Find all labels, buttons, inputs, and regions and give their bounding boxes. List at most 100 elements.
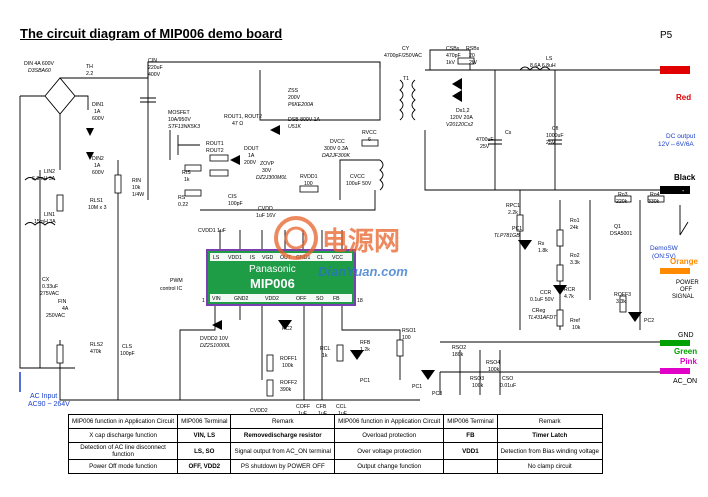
cls-label: CLS [122,344,133,350]
output-terminals: Red + DC output 12V⇔6V/6A Black - DemoSW… [19,66,699,408]
demosw-label: DemoSW [650,245,679,252]
table-header: MIP006 function in Application Circuit [334,414,445,429]
cis-label: CIS [228,194,237,200]
din2-volt: 600V [92,170,105,176]
watermark-logo: 电源网 DianYuan.com [274,216,408,279]
black-terminal-label: Black [674,173,696,182]
zovp-label: ZOVP [260,161,275,167]
pwm-label-1: PWM [170,278,183,284]
table-cell: PS shutdown by POWER OFF [230,459,336,474]
dout-label: DOUT [244,146,260,152]
pin-vgd: VGD [262,255,273,261]
ac-input-range: AC90 ~ 264V [28,401,70,408]
table-cell: Removedischarge resistor [230,428,336,443]
rs-label: RS [178,195,186,201]
dout-amp: 1A [248,153,255,159]
cx-volt: 275VAC [40,291,59,297]
rls2-label: RLS2 [90,342,103,348]
cfl-volt: 25V [546,140,556,146]
roff3-label: ROFF3 [614,292,631,298]
mosfet-rating: 10A/950V [168,117,191,123]
din2-amp: 1A [94,163,101,169]
orange-terminal-marker [660,268,690,274]
roff2-value: 390k [280,387,292,393]
rso4-label: RSO4 [486,360,500,366]
table-header: Remark [496,414,603,429]
fin-label: FIN [58,299,67,305]
rref-value: 10k [572,325,581,331]
gnd-label: GND [678,332,694,339]
pin-number-left: 1 [202,298,205,304]
rcr-value: 4.7k [564,294,574,300]
zovp-volt: 30V [262,168,272,174]
pc1-label: PC1 [360,378,370,384]
rs2-value: 1.8k [538,248,548,254]
cvdd-value: 1uF 16V [256,213,276,219]
rso3-label: RSO3 [470,376,484,382]
cvdd2-label: CVDD2 [250,408,268,414]
table-cell: Power Off mode function [67,459,179,474]
rso2-value: 180k [452,352,464,358]
watermark-en: DianYuan.com [318,264,408,279]
cy-value: 4700pF/250VAC [384,53,422,59]
pin-number-right: 18 [357,298,363,304]
rout-value: 47 Ω [232,121,243,127]
pc3-label: PC3 [432,391,442,397]
chip-name: MIP006 [250,276,295,291]
table-cell: Detection of AC line disconnect function [67,442,179,460]
lin1-label: LIN1 [44,212,55,218]
cfl-cap: 1000uF [546,133,564,139]
cs-label: Cs [505,130,512,136]
table-cell: Signal output from AC_ON terminal [230,442,336,460]
rpc1-label: RPC1 [506,203,520,209]
ds12-part: V20120Cx2 [446,122,473,128]
cs-volt: 25V [480,144,490,150]
component-labels: DIN 4A 600V D3SBA60 TH 2.2 CIN 220uF 400… [24,46,660,417]
rls1-label: RLS1 [90,198,103,204]
q1-label: Q1 [614,224,621,230]
table-cell: X cap discharge function [67,428,179,443]
rcl-value: 1k [322,353,328,359]
cin-volt: 400V [148,72,161,78]
green-terminal-marker [660,340,690,346]
rsbs-ohm: 20 [469,53,475,59]
red-terminal-marker [660,66,690,74]
minus-sign: - [682,188,685,195]
power-off-l1: POWER [676,280,699,286]
dc-output-range: 12V⇔6V/6A [658,141,694,148]
pin-off: OFF [296,296,306,302]
ccl-label: CCL [336,404,346,410]
ris-label: RIS [182,170,191,176]
pin-ls: LS [213,255,220,261]
rref-label: Rref [570,318,580,324]
th-value: 2.2 [86,71,93,77]
din-label: DIN 4A 600V [24,61,55,67]
dvcc-rating: 300V 0.3A [324,146,349,152]
table-row: X cap discharge function VIN, LS Removed… [67,428,603,443]
q1-part: DSA5001 [610,231,632,237]
rvdd1-value: 100 [304,181,313,187]
table-cell: Over voltage protection [334,442,445,460]
ccr-label: CCR [540,290,551,296]
black-terminal-marker [660,186,690,194]
pin-vdd1: VDD1 [228,255,242,261]
page-number: P5 [660,30,673,41]
pc2-label: PC2 [282,326,292,332]
ccr-value: 0.1uF 50V [530,297,554,303]
cvdd1-label: CVDD1 1uF [198,228,226,234]
dc-output-label: DC output [666,133,695,140]
table-cell: LS, SO [177,442,232,460]
rso2-label: RSO2 [452,345,466,351]
din1-amp: 1A [94,109,101,115]
ds12-rating: 120V 20A [450,115,473,121]
rvdd1-label: RVDD1 [300,174,318,180]
cis-value: 100pF [228,201,243,207]
cy-label: CY [402,46,410,52]
zss-label: ZSS [288,88,299,94]
table-header: MIP006 Terminal [443,414,498,429]
din2-label: DIN2 [92,156,104,162]
dsb-label: DSB 800V 1A [288,117,321,123]
chip-brand: Panasonic [249,264,296,275]
